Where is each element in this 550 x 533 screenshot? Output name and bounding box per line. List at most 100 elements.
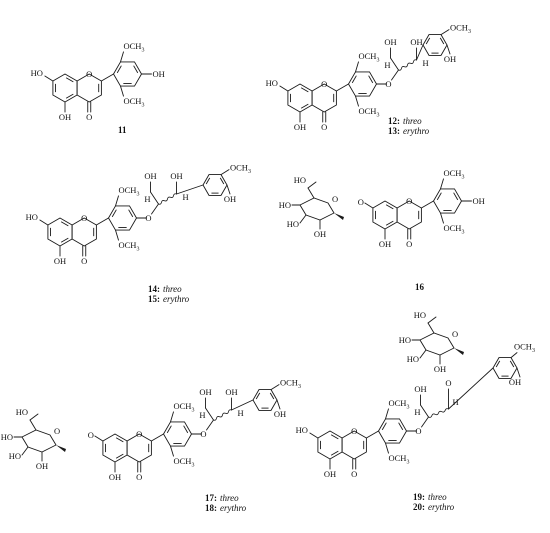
hydrogen: H xyxy=(199,410,205,420)
methoxy-group: OCH3 xyxy=(443,223,464,236)
methoxy-group: OCH3 xyxy=(358,51,379,64)
double-bond xyxy=(111,209,117,218)
hydroxy-alpha: OH xyxy=(410,37,422,47)
pyranose-oxygen: O xyxy=(54,426,60,436)
double-bond xyxy=(351,75,357,84)
double-bond xyxy=(330,434,339,440)
compound-label-16: 16 xyxy=(415,282,425,292)
ring-bond xyxy=(112,61,143,87)
hydroxy-4prime: OH xyxy=(472,196,484,206)
compound-number: 14:threo xyxy=(148,284,182,294)
hydroxy-4: OH xyxy=(509,377,521,387)
hydroxy-group: HO xyxy=(9,451,21,461)
double-bond xyxy=(398,422,404,431)
bond xyxy=(150,191,159,205)
ether-oxygen: O xyxy=(415,426,421,436)
bond xyxy=(276,399,281,410)
ring-oxygen: O xyxy=(406,196,412,206)
hydroxy-gamma: OH xyxy=(144,171,156,181)
hydroxy-7: HO xyxy=(266,78,278,88)
ring-bond xyxy=(252,389,278,411)
carbonyl-oxygen: O xyxy=(351,469,357,479)
bond xyxy=(151,203,159,215)
ring-bond xyxy=(47,217,73,247)
double-bond xyxy=(425,37,431,45)
double-bond xyxy=(495,360,501,368)
bond xyxy=(421,416,429,428)
bond xyxy=(39,219,49,226)
bond xyxy=(427,316,437,324)
double-bond xyxy=(219,177,225,185)
hydroxy-gamma: OH xyxy=(199,387,211,397)
hydroxy-group: OH xyxy=(36,461,48,471)
bond xyxy=(29,419,37,431)
bond xyxy=(279,85,289,92)
double-bond xyxy=(300,103,309,109)
wavy-bond xyxy=(428,408,449,418)
double-bond xyxy=(300,87,309,93)
hydrogen: H xyxy=(414,407,420,417)
hydroxymethyl: HO xyxy=(294,175,306,185)
double-bond xyxy=(385,220,394,226)
bond xyxy=(385,408,389,420)
ring-oxygen: O xyxy=(321,79,327,89)
ring-bond xyxy=(287,83,313,113)
double-bond xyxy=(439,37,445,45)
bond xyxy=(416,44,424,61)
methoxy-group: OCH3 xyxy=(173,456,194,469)
wavy-bond xyxy=(158,193,177,205)
double-bond xyxy=(60,221,69,227)
methoxy-group: OCH3 xyxy=(118,240,139,253)
carbonyl-oxygen: O xyxy=(406,239,412,249)
ring-bond xyxy=(347,71,378,97)
hydroxy-5: OH xyxy=(379,239,391,249)
bond xyxy=(335,83,349,92)
bond xyxy=(364,202,374,209)
methoxy-group: OCH3 xyxy=(450,23,471,36)
compound-label-11: 11 xyxy=(118,125,127,135)
bond xyxy=(115,229,119,241)
hydroxy-7: HO xyxy=(26,212,38,222)
carbonyl-oxygen: O xyxy=(136,472,142,482)
bond xyxy=(206,419,214,431)
methoxy-group: OCH3 xyxy=(280,378,301,391)
bond xyxy=(510,352,518,359)
hydroxy-alpha: OH xyxy=(225,387,237,397)
ring-bond xyxy=(202,174,228,196)
carbonyl-oxygen: O xyxy=(86,112,92,122)
bond xyxy=(390,57,399,71)
bond xyxy=(120,85,124,97)
bond xyxy=(446,44,451,55)
hydrogen: H xyxy=(144,194,150,204)
double-bond xyxy=(436,192,442,201)
hydrogen: H xyxy=(237,408,243,418)
hydroxy-5: OH xyxy=(59,112,71,122)
wavy-bond xyxy=(213,409,232,421)
pyranose-oxygen: O xyxy=(452,329,458,339)
bond xyxy=(100,73,114,82)
hydroxy-5: OH xyxy=(294,122,306,132)
hydroxy-group: HO xyxy=(399,335,411,345)
bond xyxy=(220,169,230,176)
methoxy-group: OCH3 xyxy=(230,163,251,176)
ring-oxygen: O xyxy=(81,213,87,223)
double-bond xyxy=(330,450,339,456)
glycosidic-oxygen: O xyxy=(88,430,94,440)
bond xyxy=(419,349,427,359)
wavy-bond xyxy=(398,59,417,71)
hydroxy-5: OH xyxy=(109,472,121,482)
bond xyxy=(95,217,109,226)
bond xyxy=(427,322,435,334)
ether-oxygen: O xyxy=(200,429,206,439)
double-bond xyxy=(269,392,275,400)
double-bond xyxy=(453,192,459,201)
bond xyxy=(176,184,204,195)
bond xyxy=(385,442,389,454)
wedge-bond xyxy=(454,348,464,355)
hydroxy-4: OH xyxy=(274,409,286,419)
bond xyxy=(44,75,54,82)
compound-number: 17:threo xyxy=(205,493,239,503)
